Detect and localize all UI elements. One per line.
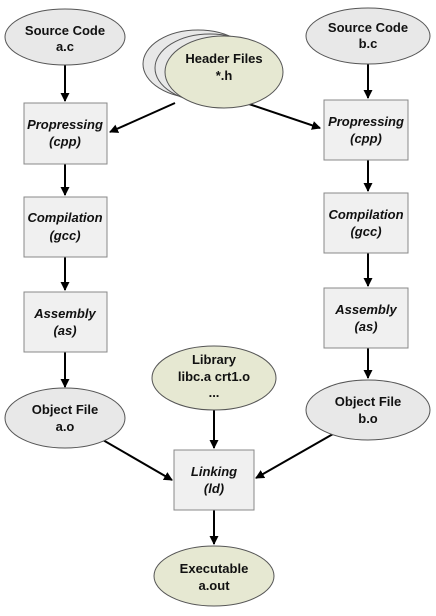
node-source-b-shape: [305, 7, 431, 65]
node-link-shape: [173, 449, 255, 511]
node-link: Linking (ld): [173, 449, 255, 511]
node-gcc-b-sub: (gcc): [350, 224, 381, 239]
node-obj-b-sub: b.o: [358, 411, 378, 426]
node-cpp-b-shape: [323, 99, 409, 161]
node-headers-front-shape: [164, 35, 284, 109]
node-as-a-shape: [23, 291, 108, 353]
node-link-sub: (ld): [204, 481, 224, 496]
node-as-b-shape: [323, 287, 409, 349]
node-library-sub: libc.a crt1.o: [178, 369, 250, 384]
node-source-b: Source Code b.c: [305, 7, 431, 65]
node-gcc-b-shape: [323, 192, 409, 254]
node-obj-b-title: Object File: [335, 394, 401, 409]
node-obj-b: Object File b.o: [305, 379, 431, 441]
node-cpp-a: Propressing (cpp): [23, 102, 108, 165]
node-cpp-a-sub: (cpp): [49, 134, 81, 149]
node-exe-shape: [153, 545, 275, 607]
edge-headers-to-cpp-a: [109, 102, 176, 133]
node-cpp-b: Propressing (cpp): [323, 99, 409, 161]
node-gcc-b-title: Compilation: [328, 207, 403, 222]
node-exe-title: Executable: [180, 561, 249, 576]
node-cpp-b-sub: (cpp): [350, 131, 382, 146]
edge-obj-b-to-link: [255, 429, 341, 479]
node-cpp-a-shape: [23, 102, 108, 165]
node-obj-a-shape: [4, 387, 126, 449]
node-link-title: Linking: [191, 464, 237, 479]
node-library-title: Library: [192, 352, 237, 367]
node-gcc-a-shape: [23, 196, 108, 258]
node-as-a: Assembly (as): [23, 291, 108, 353]
node-headers-sub: *.h: [216, 68, 233, 83]
node-source-b-title: Source Code: [328, 20, 408, 35]
node-source-a-sub: a.c: [56, 39, 74, 54]
node-library-shape: [151, 345, 277, 411]
node-source-a-title: Source Code: [25, 23, 105, 38]
node-cpp-b-title: Propressing: [328, 114, 404, 129]
node-obj-a-title: Object File: [32, 402, 98, 417]
edges: [60, 64, 373, 545]
node-source-a-shape: [4, 8, 126, 66]
node-obj-a-sub: a.o: [56, 419, 75, 434]
node-as-b: Assembly (as): [323, 287, 409, 349]
node-gcc-a-sub: (gcc): [49, 228, 80, 243]
node-library-more: ...: [209, 385, 220, 400]
node-gcc-b: Compilation (gcc): [323, 192, 409, 254]
node-as-b-sub: (as): [354, 319, 377, 334]
node-exe: Executable a.out: [153, 545, 275, 607]
node-as-a-sub: (as): [53, 323, 76, 338]
edge-obj-a-to-link: [95, 435, 173, 481]
node-obj-a: Object File a.o: [4, 387, 126, 449]
node-exe-sub: a.out: [198, 578, 230, 593]
node-headers: Header Files *.h: [142, 29, 284, 109]
node-cpp-a-title: Propressing: [27, 117, 103, 132]
node-as-b-title: Assembly: [334, 302, 397, 317]
node-gcc-a: Compilation (gcc): [23, 196, 108, 258]
node-headers-title: Header Files: [185, 51, 262, 66]
node-obj-b-shape: [305, 379, 431, 441]
node-library: Library libc.a crt1.o ...: [151, 345, 277, 411]
node-source-a: Source Code a.c: [4, 8, 126, 66]
node-gcc-a-title: Compilation: [27, 210, 102, 225]
edge-headers-to-cpp-b: [245, 102, 321, 130]
node-as-a-title: Assembly: [33, 306, 96, 321]
node-source-b-sub: b.c: [359, 36, 378, 51]
